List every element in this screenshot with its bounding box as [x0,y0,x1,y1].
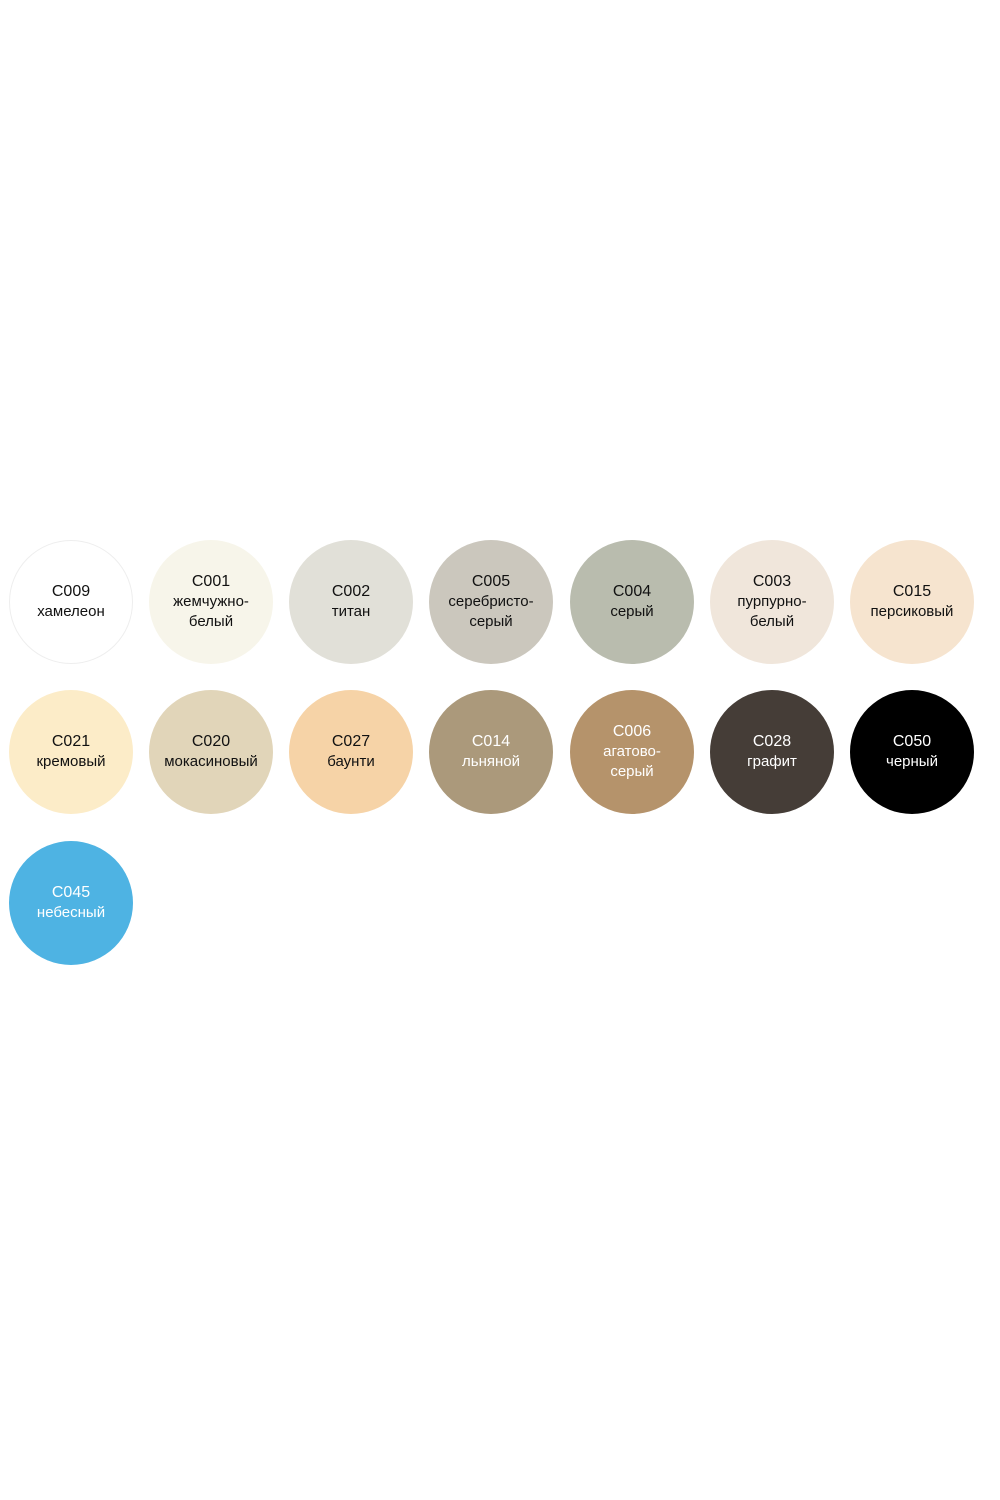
swatch-name: мокасиновый [164,753,258,770]
swatch-name: кремовый [36,753,106,770]
swatch-name: персиковый [870,603,954,620]
swatch-code: C009 [51,583,91,600]
swatch-name: серый [610,603,654,620]
swatch-code: C050 [892,733,932,750]
swatch-name: черный [886,753,938,770]
swatch-name: льняной [462,753,520,770]
swatch-code: C045 [51,884,91,901]
swatch-c003[interactable]: C003 пурпурно- белый [710,540,834,664]
swatch-code: C020 [191,733,231,750]
swatch-c027[interactable]: C027 баунти [289,690,413,814]
swatch-name: хамелеон [37,603,105,620]
swatch-c045[interactable]: C045 небесный [9,841,133,965]
swatch-c015[interactable]: C015 персиковый [850,540,974,664]
swatch-c004[interactable]: C004 серый [570,540,694,664]
swatch-name: небесный [36,904,106,921]
swatch-code: C002 [331,583,371,600]
swatch-name: баунти [327,753,375,770]
swatch-code: C006 [612,723,652,740]
swatch-name: пурпурно- белый [737,593,807,630]
swatch-c002[interactable]: C002 титан [289,540,413,664]
swatch-name: серебристо- серый [448,593,534,630]
swatch-name: графит [747,753,797,770]
swatch-code: C005 [471,573,511,590]
swatch-code: C004 [612,583,652,600]
swatch-code: C015 [892,583,932,600]
swatch-code: C027 [331,733,371,750]
swatch-name: титан [331,603,371,620]
swatch-code: C001 [191,573,231,590]
swatch-name: жемчужно- белый [173,593,249,630]
swatch-code: C028 [752,733,792,750]
swatch-c020[interactable]: C020 мокасиновый [149,690,273,814]
swatch-code: C021 [51,733,91,750]
swatch-c001[interactable]: C001 жемчужно- белый [149,540,273,664]
swatch-c009[interactable]: C009 хамелеон [9,540,133,664]
swatch-code: C014 [471,733,511,750]
swatch-code: C003 [752,573,792,590]
swatch-c005[interactable]: C005 серебристо- серый [429,540,553,664]
swatch-c050[interactable]: C050 черный [850,690,974,814]
swatch-c006[interactable]: C006 агатово- серый [570,690,694,814]
swatch-c021[interactable]: C021 кремовый [9,690,133,814]
swatch-name: агатово- серый [603,743,661,780]
swatch-c014[interactable]: C014 льняной [429,690,553,814]
swatch-c028[interactable]: C028 графит [710,690,834,814]
